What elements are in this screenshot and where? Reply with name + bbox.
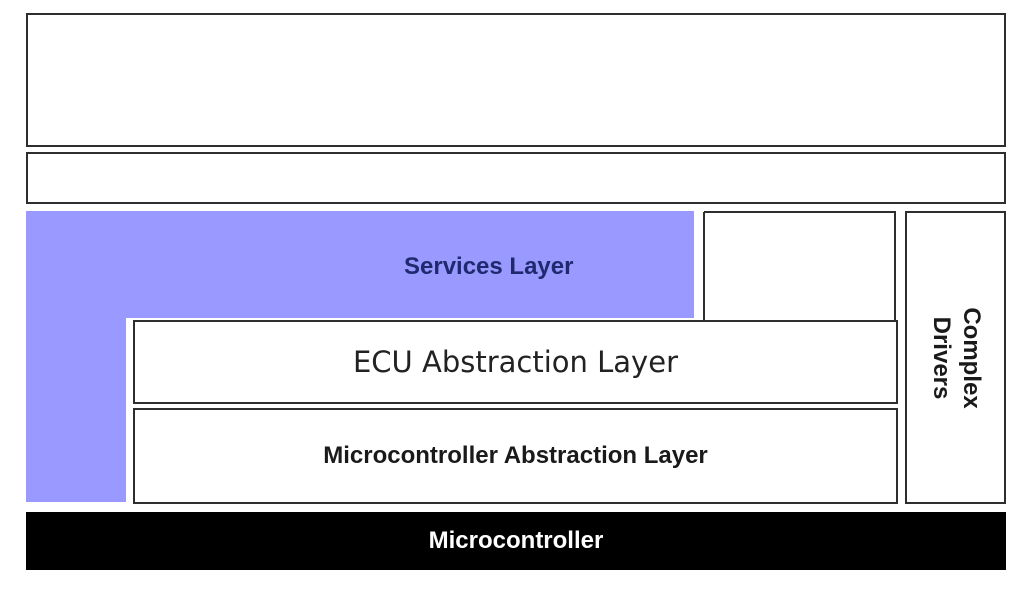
- mcal-layer-label: Microcontroller Abstraction Layer: [323, 442, 708, 469]
- ecu-abstraction-layer-label: ECU Abstraction Layer: [352, 345, 678, 379]
- services-layer-fill: [26, 211, 694, 502]
- complex-drivers-label-line-1: Complex: [957, 306, 985, 409]
- mcal-layer-box: Microcontroller Abstraction Layer: [133, 408, 898, 504]
- complex-drivers-box: Complex Drivers: [905, 211, 1006, 504]
- microcontroller-label: Microcontroller: [428, 527, 604, 554]
- services-layer-label: Services Layer: [404, 253, 574, 280]
- ecu-abstraction-layer-box: ECU Abstraction Layer: [133, 320, 898, 404]
- complex-drivers-label: Complex Drivers: [926, 307, 986, 408]
- application-layer-box: [26, 13, 1006, 147]
- rte-layer-box: [26, 152, 1006, 204]
- complex-drivers-label-line-2: Drivers: [927, 316, 955, 399]
- microcontroller-box: Microcontroller: [26, 512, 1006, 570]
